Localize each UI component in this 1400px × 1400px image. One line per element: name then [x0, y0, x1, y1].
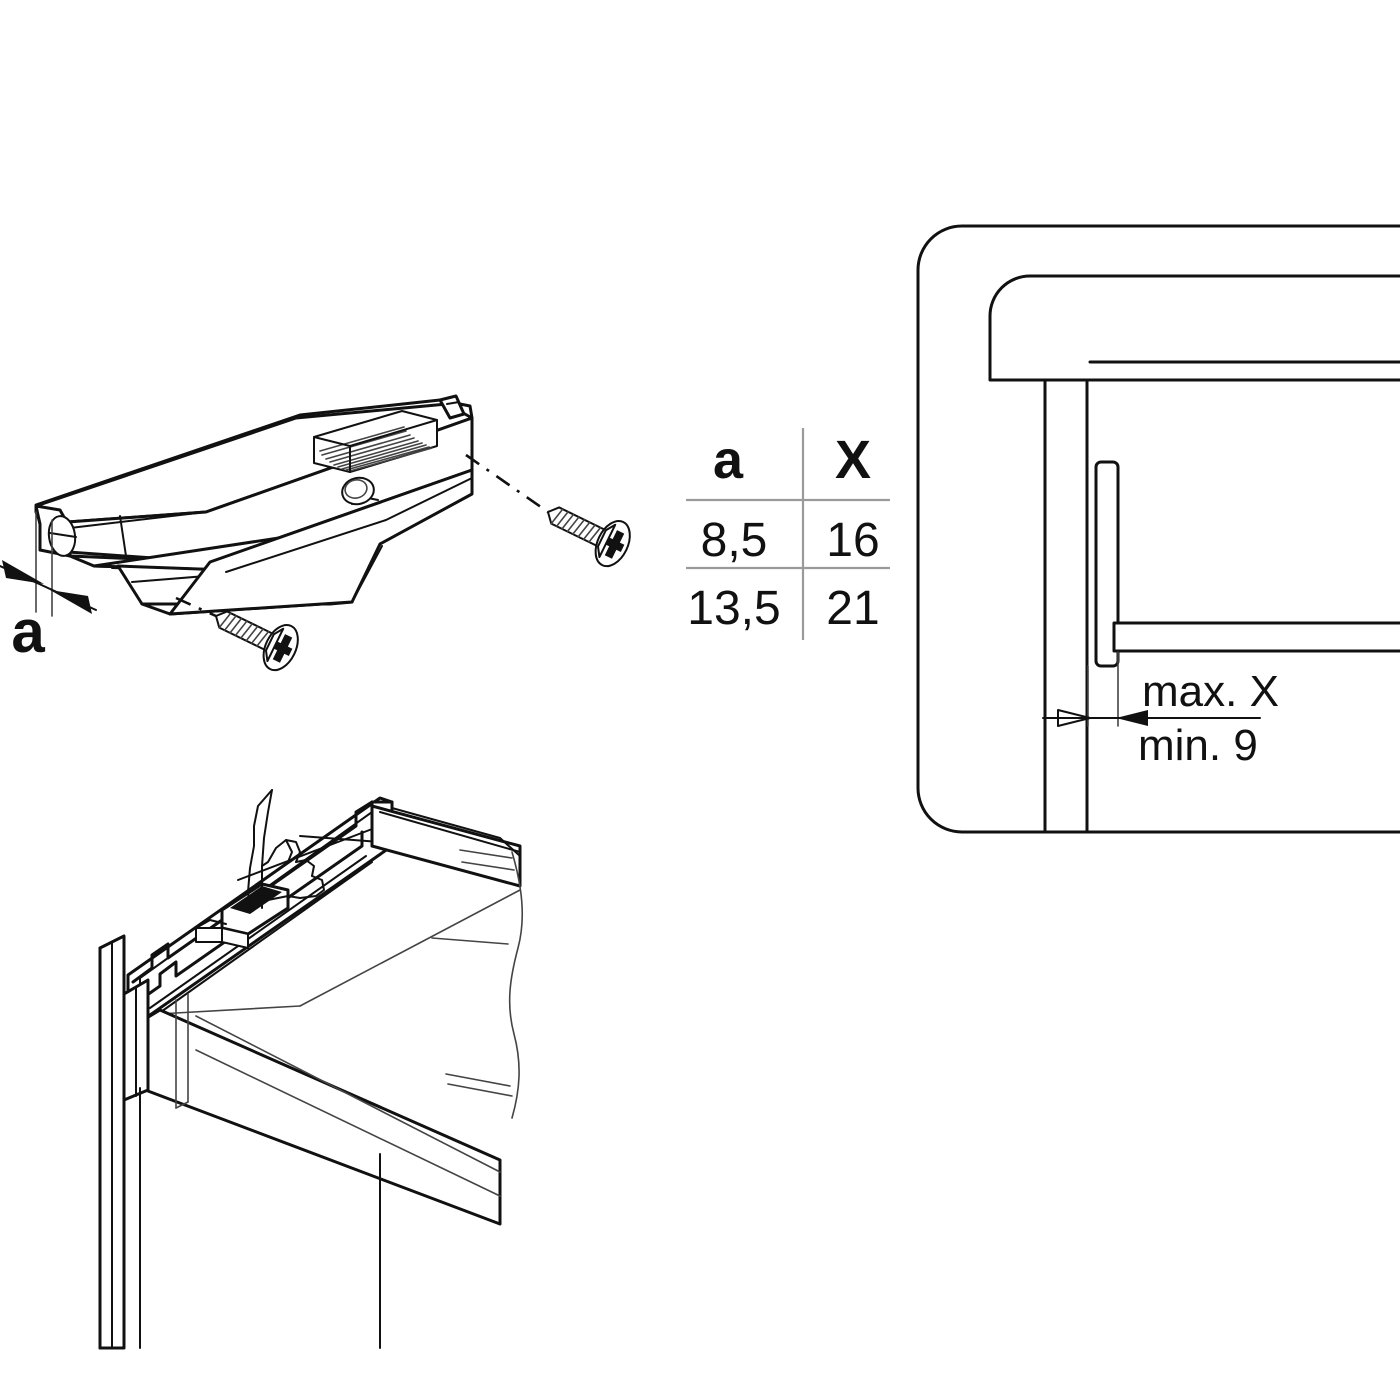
screw-upper [547, 506, 631, 568]
shelf-rail [1112, 621, 1400, 653]
pressing-hand [247, 789, 325, 909]
bracket-body [34, 394, 474, 616]
table-cell-a-1: 13,5 [687, 582, 780, 635]
table-header-a: a [713, 430, 744, 490]
louver-grille [313, 410, 438, 473]
oval-end-hole [47, 515, 77, 557]
table-cell-x-1: 21 [826, 582, 879, 635]
a-dimension-label: a [11, 598, 45, 665]
table-row: 8,5 16 [701, 514, 880, 567]
filled-arrowhead-icon [1116, 710, 1148, 726]
cross-section-view: max. X min. 9 [916, 224, 1400, 834]
bracket-bar [1094, 460, 1120, 668]
cabinet-side-panel [98, 934, 126, 1350]
assembly-view [98, 789, 524, 1350]
max-x-label: max. X [1142, 667, 1279, 716]
vertical-panel [1043, 378, 1089, 834]
dimension-line [1042, 651, 1261, 727]
round-hole [341, 476, 375, 506]
leader-line-lower [175, 596, 217, 618]
screw-lower [215, 610, 299, 672]
table-cell-x-0: 16 [826, 514, 879, 567]
rail-channel [131, 800, 374, 1015]
a-dimension [0, 511, 97, 617]
min-9-label: min. 9 [1138, 721, 1258, 770]
inner-rounded-front [988, 274, 1400, 382]
table-row: 13,5 21 [687, 582, 879, 635]
table-cell-a-0: 8,5 [701, 514, 768, 567]
bracket-detail-view: a [0, 394, 631, 672]
value-table: a X 8,5 16 13,5 21 [686, 428, 890, 640]
leader-line-upper [465, 453, 549, 514]
open-arrowhead-icon [1057, 709, 1091, 727]
drawer-box [122, 800, 522, 1349]
table-header-x: X [835, 430, 871, 490]
break-line [431, 849, 524, 1119]
